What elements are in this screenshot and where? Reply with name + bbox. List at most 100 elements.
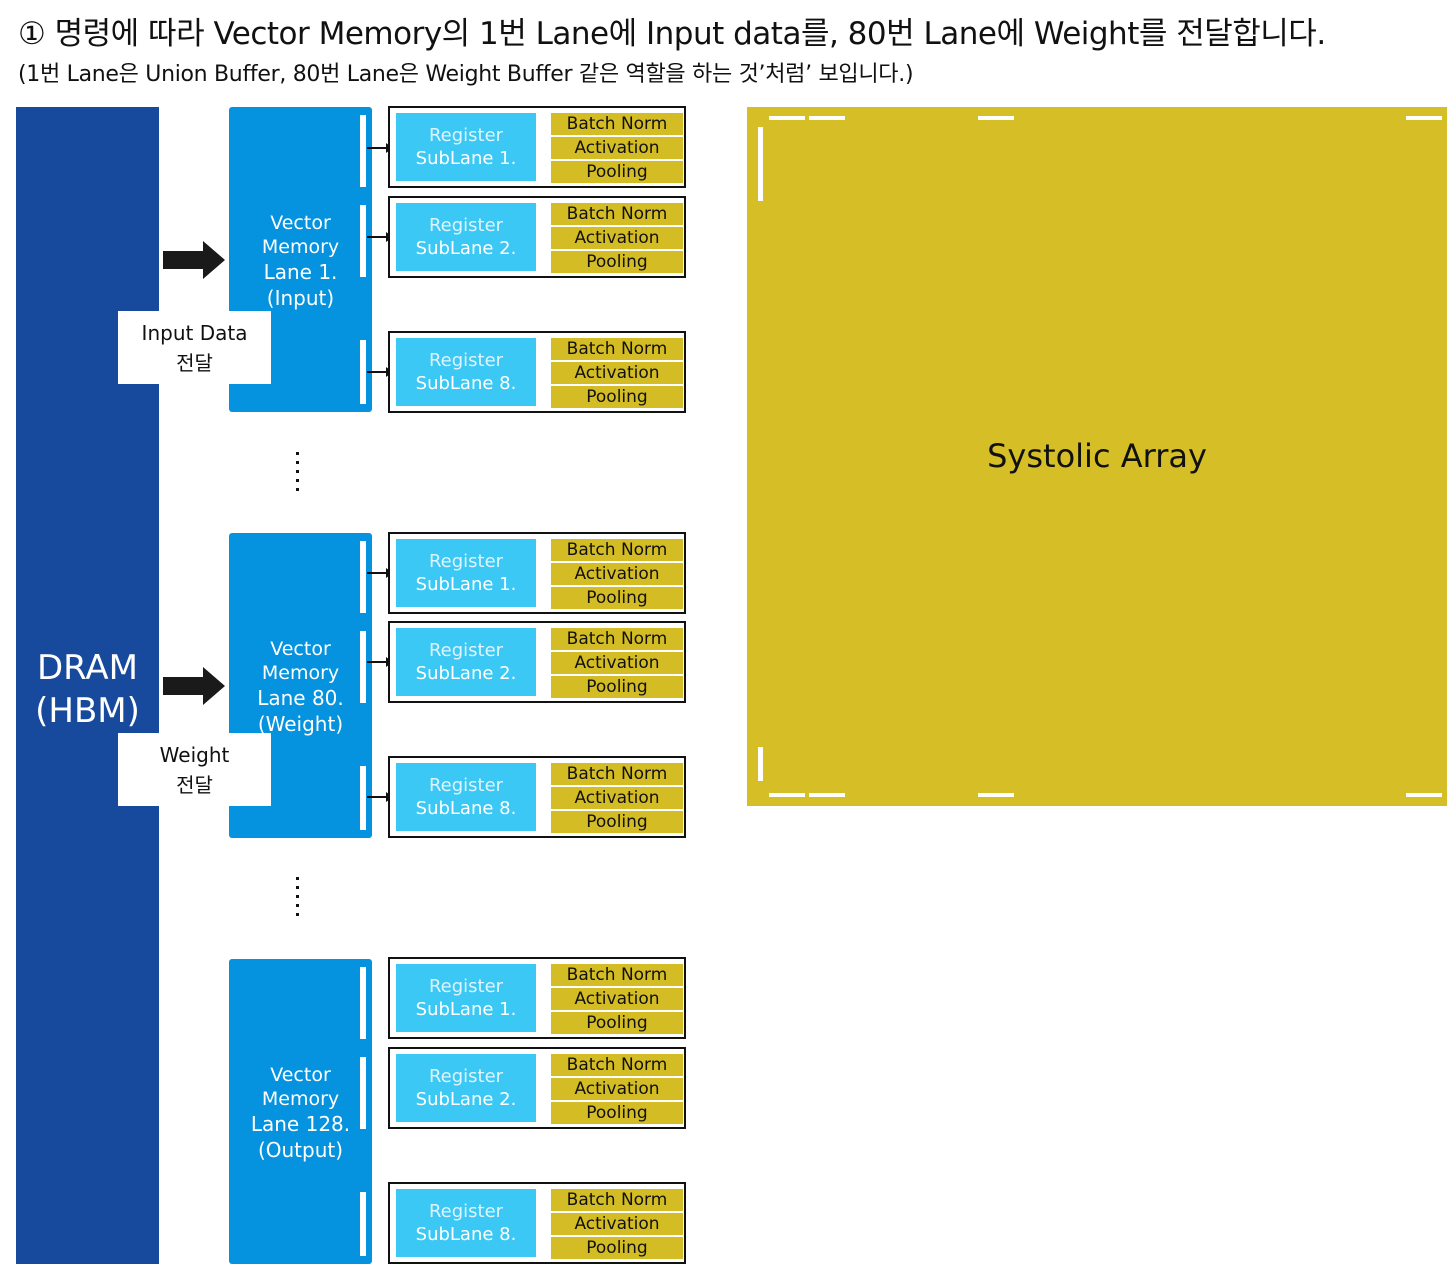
dram-block: DRAM (HBM) (16, 107, 159, 1264)
sublane-label: SubLane 1. (415, 574, 517, 595)
lane-1-line1: Vector (270, 212, 331, 234)
dram-label-line2: (HBM) (35, 691, 140, 731)
lane-1-port-bar (360, 340, 366, 404)
activation-op: Activation (551, 1213, 683, 1235)
lane-80-port-bar (360, 766, 366, 830)
pooling-op: Pooling (551, 386, 683, 408)
batch-norm-op: Batch Norm (551, 1054, 683, 1076)
dash-mark (809, 793, 845, 797)
activation-op: Activation (551, 362, 683, 384)
register (396, 628, 536, 696)
lane-128-line2: Memory (261, 1088, 340, 1110)
lane-80-label: Vector Memory Lane 80. (Weight) (229, 637, 372, 737)
activation-op: Activation (551, 137, 683, 159)
register (396, 338, 536, 406)
input-transfer-line2: 전달 (176, 351, 213, 375)
sublane-label: SubLane 2. (415, 1089, 517, 1110)
dash-mark (978, 116, 1014, 120)
input-transfer-line1: Input Data (141, 321, 248, 345)
dram-label: DRAM (HBM) (16, 647, 159, 733)
input-transfer-arrow (163, 241, 225, 279)
register-label: Register (428, 775, 504, 796)
sublane-box: Register SubLane 2. Batch Norm Activatio… (388, 621, 686, 703)
lane-1-line4: (Input) (266, 286, 335, 310)
sublane-box: Register SubLane 1. Batch Norm Activatio… (388, 957, 686, 1039)
sublane-box: Register SubLane 2. Batch Norm Activatio… (388, 196, 686, 278)
lane-1-label: Vector Memory Lane 1. (Input) (229, 211, 372, 311)
activation-op: Activation (551, 1078, 683, 1100)
sublane-box: Register SubLane 2. Batch Norm Activatio… (388, 1047, 686, 1129)
sublane-label: SubLane 1. (415, 148, 517, 169)
lane-128-line1: Vector (270, 1064, 331, 1086)
register (396, 964, 536, 1032)
register-bar (536, 338, 541, 406)
pooling-op: Pooling (551, 1237, 683, 1259)
pooling-op: Pooling (551, 676, 683, 698)
register-label: Register (428, 640, 504, 661)
ellipsis-dots (296, 877, 300, 922)
dram-label-line1: DRAM (36, 648, 139, 688)
dash-mark (758, 747, 763, 781)
lane-1-line3: Lane 1. (263, 260, 338, 284)
register (396, 763, 536, 831)
weight-transfer-line1: Weight (159, 743, 230, 767)
page-title: ① 명령에 따라 Vector Memory의 1번 Lane에 Input d… (18, 16, 1326, 52)
lane-80-port-bar (360, 541, 366, 613)
weight-transfer-line2: 전달 (176, 773, 213, 797)
register (396, 539, 536, 607)
pooling-op: Pooling (551, 161, 683, 183)
activation-op: Activation (551, 227, 683, 249)
dash-mark (978, 793, 1014, 797)
register-label: Register (428, 125, 504, 146)
lane-80-line2: Memory (261, 662, 340, 684)
lane-1-port-bar (360, 205, 366, 277)
register-label: Register (428, 350, 504, 371)
register (396, 1054, 536, 1122)
pooling-op: Pooling (551, 251, 683, 273)
register-bar (536, 113, 541, 181)
batch-norm-op: Batch Norm (551, 628, 683, 650)
lane-128-label: Vector Memory Lane 128. (Output) (229, 1063, 372, 1163)
sublane-label: SubLane 8. (415, 1224, 517, 1245)
batch-norm-op: Batch Norm (551, 964, 683, 986)
lane-80-line4: (Weight) (257, 712, 344, 736)
dash-mark (1406, 116, 1442, 120)
dash-mark (769, 116, 805, 120)
register-bar (536, 1189, 541, 1257)
dash-mark (809, 116, 845, 120)
lane-128-line3: Lane 128. (250, 1112, 351, 1136)
activation-op: Activation (551, 988, 683, 1010)
register-label: Register (428, 976, 504, 997)
page-subtitle: (1번 Lane은 Union Buffer, 80번 Lane은 Weight… (18, 62, 914, 87)
register-label: Register (428, 215, 504, 236)
batch-norm-op: Batch Norm (551, 113, 683, 135)
sublane-label: SubLane 1. (415, 999, 517, 1020)
lane-128-port-bar (360, 1057, 366, 1129)
sublane-label: SubLane 8. (415, 798, 517, 819)
register-label: Register (428, 1066, 504, 1087)
lane-1-port-bar (360, 115, 366, 187)
pooling-op: Pooling (551, 587, 683, 609)
ellipsis-dots (296, 452, 300, 497)
lane-1-line2: Memory (261, 236, 340, 258)
register-label: Register (428, 551, 504, 572)
register-bar (536, 763, 541, 831)
register-bar (536, 1054, 541, 1122)
lane-80-port-bar (360, 631, 366, 703)
dash-mark (758, 127, 763, 201)
register-bar (536, 628, 541, 696)
weight-transfer-arrow (163, 667, 225, 705)
lane-80-line3: Lane 80. (257, 686, 344, 710)
dash-mark (769, 793, 805, 797)
register (396, 1189, 536, 1257)
batch-norm-op: Batch Norm (551, 539, 683, 561)
batch-norm-op: Batch Norm (551, 763, 683, 785)
dash-mark (1406, 793, 1442, 797)
batch-norm-op: Batch Norm (551, 203, 683, 225)
input-data-transfer-label: Input Data 전달 (118, 311, 271, 384)
sublane-box: Register SubLane 1. Batch Norm Activatio… (388, 106, 686, 188)
batch-norm-op: Batch Norm (551, 338, 683, 360)
systolic-array: Systolic Array (747, 107, 1447, 806)
sublane-box: Register SubLane 8. Batch Norm Activatio… (388, 1182, 686, 1264)
vector-memory-lane-80: Vector Memory Lane 80. (Weight) (229, 533, 372, 838)
